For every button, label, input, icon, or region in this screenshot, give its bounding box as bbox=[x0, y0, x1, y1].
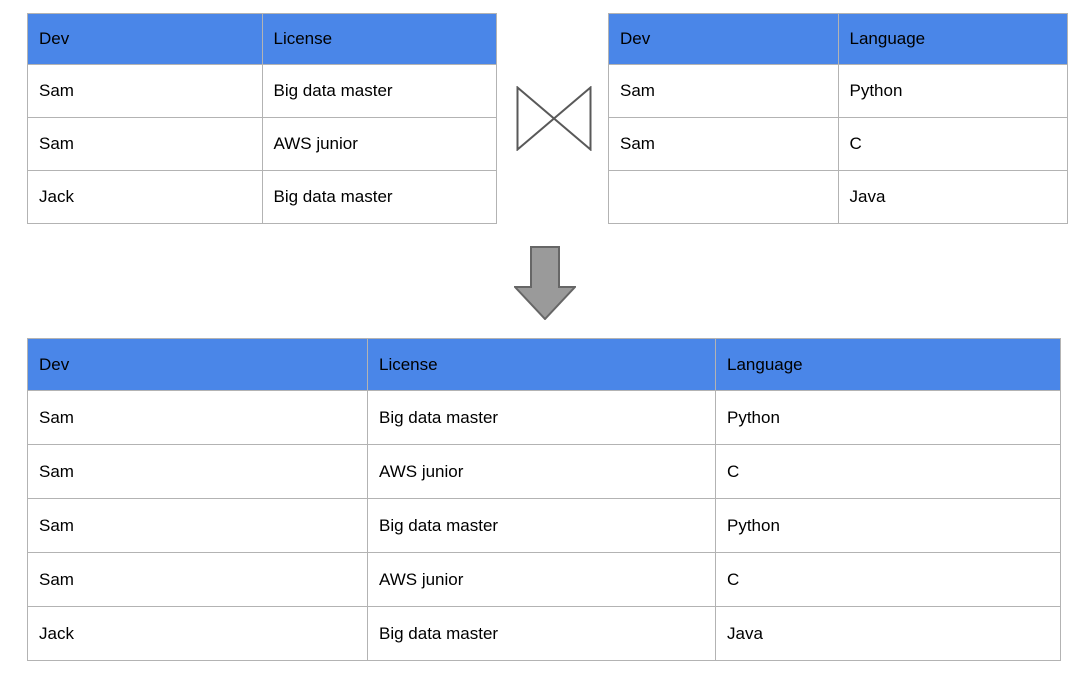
table-cell: Big data master bbox=[261, 170, 497, 224]
column-header: Language bbox=[837, 13, 1068, 65]
table-cell: Python bbox=[715, 498, 1061, 553]
table-cell: AWS junior bbox=[261, 117, 497, 171]
table-cell: C bbox=[715, 444, 1061, 499]
table-cell: Sam bbox=[608, 117, 839, 171]
table-cell: Java bbox=[715, 606, 1061, 661]
table-row: Java bbox=[608, 170, 1068, 224]
column-header: License bbox=[261, 13, 497, 65]
table-cell: AWS junior bbox=[367, 552, 716, 607]
table-cell: Sam bbox=[27, 498, 368, 553]
table-cell: Sam bbox=[27, 390, 368, 445]
table-cell: Java bbox=[837, 170, 1068, 224]
table-cell: Jack bbox=[27, 170, 263, 224]
table-cell: Jack bbox=[27, 606, 368, 661]
table-cell: Python bbox=[837, 64, 1068, 118]
column-header: Dev bbox=[608, 13, 839, 65]
column-header: Dev bbox=[27, 338, 368, 391]
table-cell: C bbox=[837, 117, 1068, 171]
table-cell: Sam bbox=[27, 552, 368, 607]
table-cell: Sam bbox=[27, 117, 263, 171]
table-cell: Big data master bbox=[367, 498, 716, 553]
table-cell: Sam bbox=[27, 64, 263, 118]
column-header: Language bbox=[715, 338, 1061, 391]
table-cell: AWS junior bbox=[367, 444, 716, 499]
table-cell: Python bbox=[715, 390, 1061, 445]
table-cell: Big data master bbox=[367, 390, 716, 445]
table-cell: C bbox=[715, 552, 1061, 607]
column-header: License bbox=[367, 338, 716, 391]
table-cell: Big data master bbox=[367, 606, 716, 661]
down-arrow-icon bbox=[512, 246, 578, 321]
natural-join-bowtie-icon bbox=[516, 85, 592, 152]
table-cell: Big data master bbox=[261, 64, 497, 118]
table-cell: Sam bbox=[27, 444, 368, 499]
column-header: Dev bbox=[27, 13, 263, 65]
table-cell: Sam bbox=[608, 64, 839, 118]
table-cell bbox=[608, 170, 839, 224]
